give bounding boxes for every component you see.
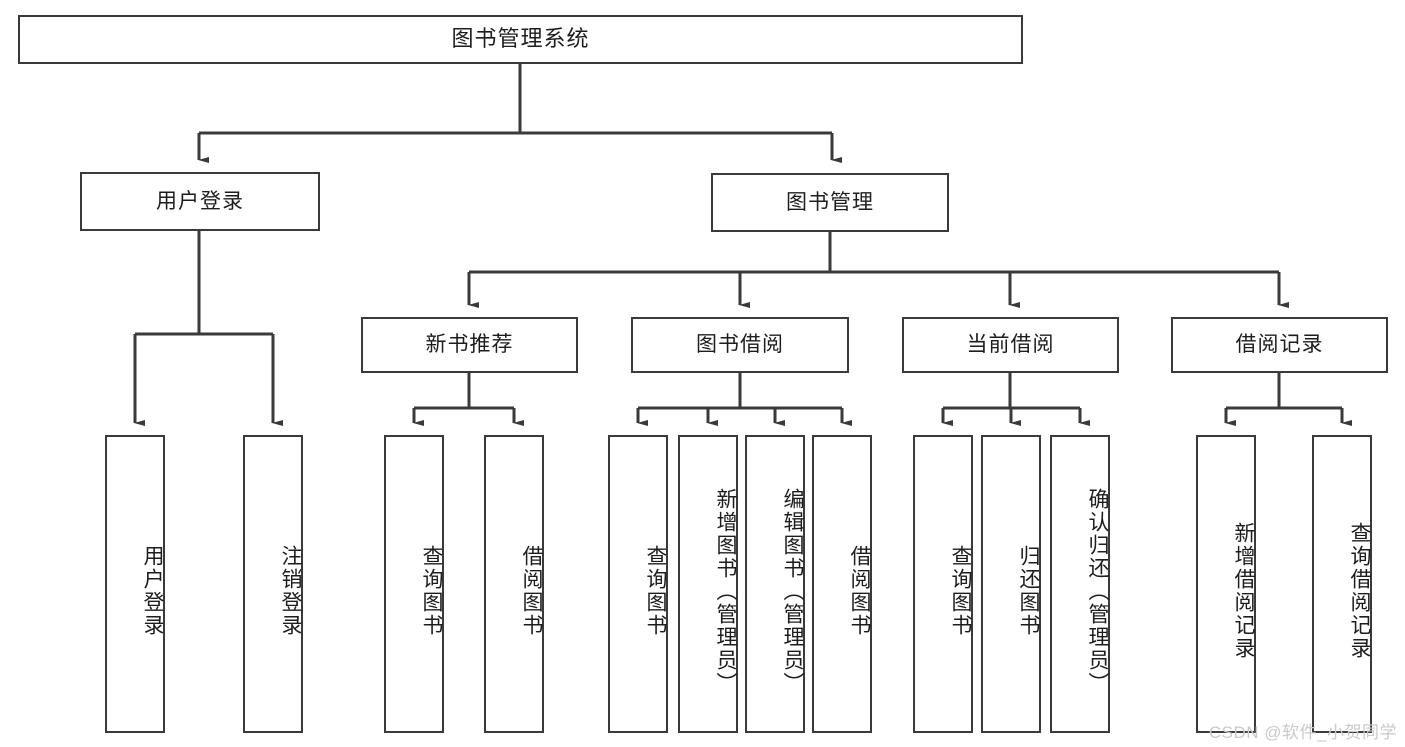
node-new-book-recommend[interactable]: 新书推荐 [361,317,578,373]
node-label: 用户登录 [156,189,244,213]
node-label: 新增借阅记录 [1232,522,1255,660]
node-current-borrow[interactable]: 当前借阅 [902,317,1119,373]
node-label: 图书借阅 [696,333,784,357]
node-label: 图书管理系统 [451,26,590,52]
leaf-edit-book-admin[interactable]: 编辑图书（管理员） [745,435,805,733]
leaf-confirm-return-admin[interactable]: 确认归还（管理员） [1050,435,1110,733]
leaf-borrow-book-new[interactable]: 借阅图书 [484,435,544,733]
node-label: 用户登录 [141,545,164,637]
node-borrow-record[interactable]: 借阅记录 [1171,317,1388,373]
node-label: 新书推荐 [425,333,514,357]
node-label: 查询图书 [949,545,972,637]
leaf-add-borrow-record[interactable]: 新增借阅记录 [1196,435,1256,733]
node-label: 借阅图书 [520,545,543,637]
watermark: CSDN @软件_小贺同学 [1208,723,1397,742]
node-label: 归还图书 [1017,545,1040,637]
node-book-borrow[interactable]: 图书借阅 [631,317,849,373]
node-label: 借阅记录 [1235,333,1324,357]
node-label: 查询图书 [644,545,667,637]
node-label: 查询借阅记录 [1348,522,1371,660]
node-label: 新增图书（管理员） [714,487,737,695]
node-label: 当前借阅 [966,333,1055,357]
leaf-logout[interactable]: 注销登录 [243,435,303,733]
leaf-add-book-admin[interactable]: 新增图书（管理员） [678,435,738,733]
leaf-user-login[interactable]: 用户登录 [105,435,165,733]
leaf-return-book[interactable]: 归还图书 [981,435,1041,733]
node-label: 借阅图书 [848,545,871,637]
node-book-management[interactable]: 图书管理 [711,173,949,232]
node-user-login[interactable]: 用户登录 [80,172,320,231]
leaf-query-book-borrow[interactable]: 查询图书 [608,435,668,733]
leaf-query-book-new[interactable]: 查询图书 [384,435,444,733]
node-root-system[interactable]: 图书管理系统 [18,15,1023,64]
node-label: 图书管理 [786,190,874,214]
leaf-query-book-current[interactable]: 查询图书 [913,435,973,733]
node-label: 注销登录 [279,545,302,637]
leaf-query-borrow-record[interactable]: 查询借阅记录 [1312,435,1372,733]
leaf-borrow-book[interactable]: 借阅图书 [812,435,872,733]
node-label: 查询图书 [420,545,443,637]
node-label: 编辑图书（管理员） [781,487,804,695]
node-label: 确认归还（管理员） [1086,487,1109,695]
